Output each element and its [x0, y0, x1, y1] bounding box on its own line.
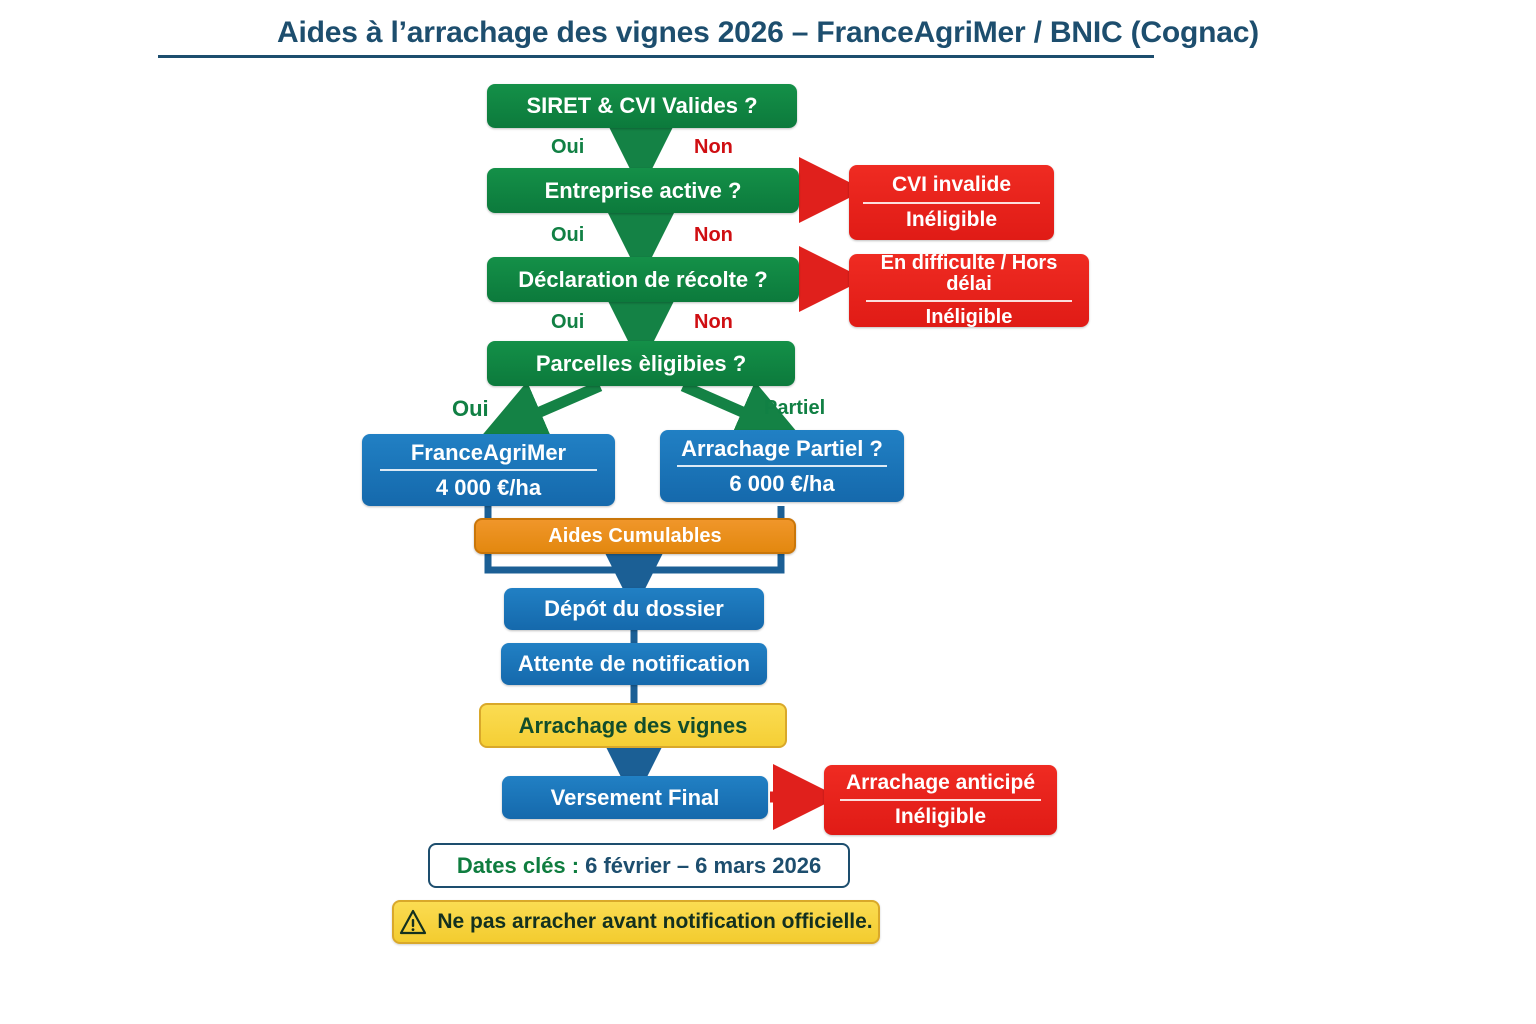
edge-label-partiel: Partiel [764, 397, 826, 419]
node-label-primary: CVI invalide [863, 174, 1040, 204]
key-dates-value: 6 février – 6 mars 2026 [585, 852, 822, 878]
node-versement-final[interactable]: Versement Final [502, 776, 768, 819]
edge-label-non-2: Non [694, 224, 733, 246]
node-label-amount: 4 000 €/ha [435, 475, 542, 500]
title-underline [158, 55, 1154, 58]
key-dates-box: Dates clés : 6 février – 6 mars 2026 [428, 843, 850, 888]
node-siret-cvi[interactable]: SIRET & CVI Valides ? [487, 84, 797, 128]
node-label: Aides Cumulables [548, 524, 722, 547]
edge-label-oui-4: Oui [452, 396, 489, 421]
node-label: Dépót du dossier [544, 596, 724, 622]
node-cvi-invalide[interactable]: CVI invalide Inéligible [849, 165, 1054, 240]
node-label-primary: Arrachage anticipé [840, 771, 1041, 801]
node-attente-notification[interactable]: Attente de notification [501, 643, 767, 685]
node-label: Attente de notification [517, 651, 751, 677]
node-franceagrimer-aid[interactable]: FranceAgriMer 4 000 €/ha [362, 434, 615, 506]
node-depot-dossier[interactable]: Dépót du dossier [504, 588, 764, 630]
edge-label-oui-2: Oui [551, 224, 585, 246]
node-label-secondary: Inéligible [905, 207, 997, 231]
node-arrachage-des-vignes[interactable]: Arrachage des vignes [479, 703, 787, 748]
warning-box: Ne pas arracher avant notification offic… [392, 900, 880, 944]
node-label-primary: FranceAgriMer [379, 441, 598, 471]
page-title: Aides à l’arrachage des vignes 2026 – Fr… [277, 16, 1259, 49]
arrow-parcelles-to-arrachage-partiel [680, 380, 803, 442]
arrow-parcelles-to-franceagrimer [479, 380, 603, 443]
node-label-primary: En difficulte / Hors délai [865, 253, 1073, 302]
node-arrachage-anticipe[interactable]: Arrachage anticipé Inéligible [824, 765, 1057, 835]
node-label-primary: Arrachage Partiel ? [677, 437, 887, 467]
edge-label-non-3: Non [694, 311, 733, 333]
node-label-secondary: Inéligible [925, 306, 1013, 328]
node-entreprise-active[interactable]: Entreprise active ? [487, 168, 799, 213]
node-label-secondary: Inéligible [894, 805, 986, 828]
node-arrachage-partiel-aid[interactable]: Arrachage Partiel ? 6 000 €/ha [660, 430, 904, 502]
node-label-amount: 6 000 €/ha [729, 471, 835, 496]
node-label: Entreprise active ? [544, 177, 742, 203]
node-label: Déclaration de récolte ? [518, 266, 768, 292]
node-parcelles-eligibles[interactable]: Parcelles èligibies ? [487, 341, 795, 386]
edge-label-non-1: Non [694, 136, 733, 158]
edge-label-oui-1: Oui [551, 136, 585, 158]
key-dates-label: Dates clés : [456, 852, 580, 878]
node-label: Parcelles èligibies ? [535, 350, 747, 376]
node-aides-cumulables[interactable]: Aides Cumulables [474, 518, 796, 554]
warning-text: Ne pas arracher avant notification offic… [437, 910, 873, 933]
node-declaration-recolte[interactable]: Déclaration de récolte ? [487, 257, 799, 302]
warning-triangle-icon [399, 909, 427, 935]
node-label: Arrachage des vignes [518, 712, 748, 738]
node-label: Versement Final [550, 784, 720, 810]
edge-label-oui-3: Oui [551, 311, 585, 333]
node-en-difficulte[interactable]: En difficulte / Hors délai Inéligible [849, 253, 1089, 328]
node-label: SIRET & CVI Valides ? [526, 93, 758, 119]
